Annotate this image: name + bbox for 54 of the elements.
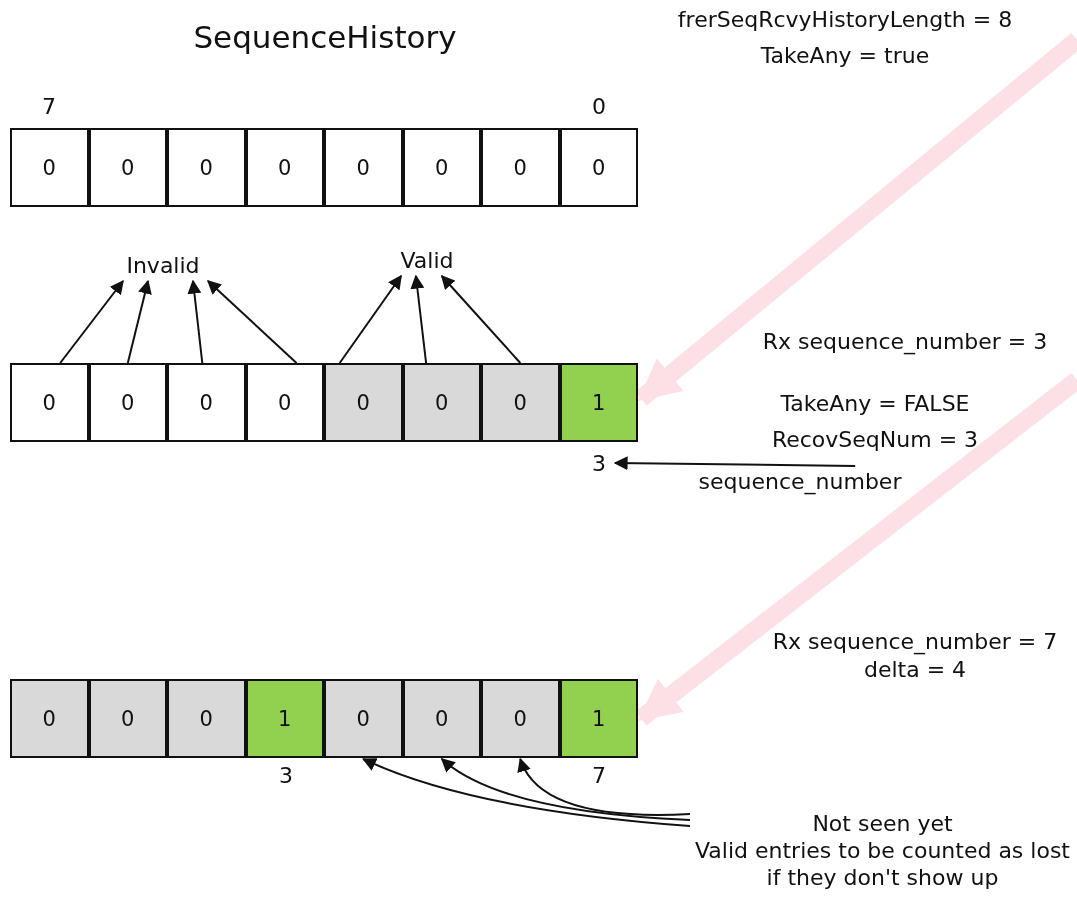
bit-cell: 0 <box>88 128 167 207</box>
curved-arrow <box>362 757 691 827</box>
bit-cell: 0 <box>481 128 560 207</box>
bit-cell: 0 <box>324 363 403 442</box>
arrow <box>187 279 204 364</box>
bit-cell: 0 <box>324 128 403 207</box>
arrow <box>440 274 522 364</box>
bit-index: 0 <box>591 93 607 120</box>
parameter-text: frerSeqRcvyHistoryLength = 8 <box>676 6 1014 33</box>
parameter-text: TakeAny = true <box>759 42 931 69</box>
bit-cell: 0 <box>88 363 167 442</box>
pointer-label: sequence_number <box>680 466 920 496</box>
bit-cell: 0 <box>402 128 481 207</box>
bit-cell: 1 <box>559 363 638 442</box>
bit-index: 7 <box>41 93 57 120</box>
parameter-text: RecovSeqNum = 3 <box>770 426 980 453</box>
note-text: Not seen yet Valid entries to be counted as lost if they don't show up <box>690 800 1075 900</box>
curved-arrow <box>440 758 691 821</box>
bit-cell: 0 <box>10 679 89 758</box>
arrow <box>410 274 428 364</box>
bit-cell: 0 <box>167 128 246 207</box>
arrow <box>126 279 152 364</box>
arrow <box>613 456 857 471</box>
bit-cell: 0 <box>245 363 324 442</box>
bit-cell: 0 <box>88 679 167 758</box>
state-label: Valid <box>390 245 464 275</box>
parameter-text: Rx sequence_number = 7 <box>771 628 1059 655</box>
curved-arrow <box>518 757 691 816</box>
diagram-title: SequenceHistory <box>192 18 458 56</box>
bit-cell: 0 <box>167 679 246 758</box>
bit-index: 3 <box>278 762 294 789</box>
bit-cell: 0 <box>245 128 324 207</box>
wide-arrow <box>635 33 1077 406</box>
bit-cell: 1 <box>245 679 324 758</box>
bit-cell: 0 <box>324 679 403 758</box>
parameter-text: Rx sequence_number = 3 <box>761 328 1049 355</box>
arrow <box>338 274 403 364</box>
bit-cell: 1 <box>559 679 638 758</box>
bit-cell: 0 <box>481 679 560 758</box>
bit-cell: 0 <box>10 128 89 207</box>
bit-cell: 0 <box>167 363 246 442</box>
bit-index: 7 <box>591 762 607 789</box>
wide-arrow <box>635 372 1077 726</box>
bit-cell: 0 <box>402 363 481 442</box>
bit-cell: 0 <box>481 363 560 442</box>
bit-cell: 0 <box>10 363 89 442</box>
arrow <box>206 280 298 364</box>
parameter-text: delta = 4 <box>862 656 968 683</box>
parameter-text: TakeAny = FALSE <box>779 390 971 417</box>
arrow <box>59 279 124 364</box>
state-label: Invalid <box>113 250 213 280</box>
bit-cell: 0 <box>559 128 638 207</box>
bit-cell: 0 <box>402 679 481 758</box>
bit-index: 3 <box>586 449 612 477</box>
